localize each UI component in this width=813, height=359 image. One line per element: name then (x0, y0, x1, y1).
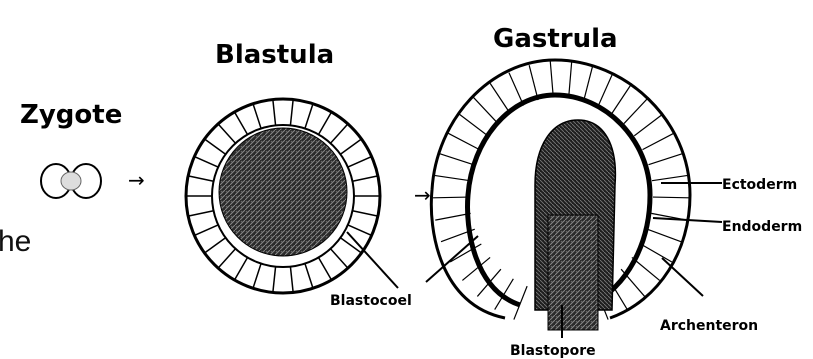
archenteron-label: Archenteron (660, 318, 758, 334)
arrow-2-icon: → (414, 183, 431, 207)
blastula-label: Blastula (215, 40, 334, 70)
blastocoel-label: Blastocoel (330, 293, 412, 309)
gastrula-illustration (431, 60, 690, 330)
cropped-text-fragment: he (0, 225, 31, 258)
gastrula-cell-divider (653, 197, 689, 198)
zygote-cell (41, 164, 101, 198)
blastula-illustration (186, 99, 380, 293)
gastrula-cell-divider (433, 197, 469, 198)
gastrula-label: Gastrula (493, 24, 618, 54)
blastopore-label: Blastopore (510, 343, 596, 359)
ectoderm-label: Ectoderm (722, 177, 797, 193)
arrow-1-icon: → (128, 168, 145, 192)
zygote-label: Zygote (20, 100, 122, 130)
endoderm-label: Endoderm (722, 219, 802, 235)
